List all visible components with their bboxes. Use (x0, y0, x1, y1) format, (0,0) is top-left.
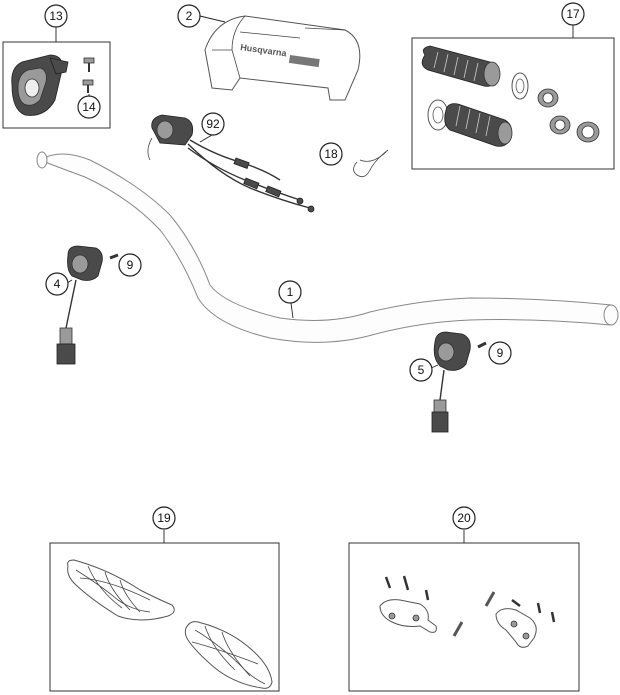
callout-17-label: 17 (566, 7, 580, 21)
callout-20-label: 20 (457, 511, 471, 525)
throttle-cable-assembly-part (147, 114, 315, 213)
mounting-kit-right-part (484, 591, 556, 648)
callout-1: 1 (278, 280, 302, 304)
callout-9-right: 9 (488, 341, 512, 365)
left-switch-part (56, 245, 103, 365)
callout-5-label: 5 (418, 363, 425, 377)
grip-lower-part (427, 99, 600, 147)
grip-upper-part (421, 45, 559, 108)
callout-2: 2 (177, 4, 201, 28)
callout-18: 18 (319, 142, 343, 166)
callout-19-label: 19 (157, 511, 171, 525)
callout-92: 92 (201, 112, 225, 136)
callout-19: 19 (152, 506, 176, 530)
callout-14: 14 (77, 95, 101, 119)
callout-13-label: 13 (49, 9, 63, 23)
screw-9-right-part (477, 341, 487, 349)
box-13 (2, 41, 111, 129)
box-19 (49, 542, 280, 692)
callout-5: 5 (409, 358, 433, 382)
box-17 (411, 37, 615, 170)
callout-4-label: 4 (54, 277, 61, 291)
callout-20: 20 (452, 506, 476, 530)
right-switch-part (431, 331, 471, 433)
throttle-housing-part (11, 54, 69, 116)
callout-92-label: 92 (206, 117, 220, 131)
callout-1-label: 1 (287, 285, 294, 299)
box-20 (348, 542, 580, 692)
mounting-kit-left-part (379, 575, 464, 637)
handlebar-part (36, 151, 619, 343)
callout-17: 17 (561, 2, 585, 26)
callout-14-label: 14 (82, 100, 96, 114)
callout-9-left: 9 (118, 253, 142, 277)
callout-18-label: 18 (324, 147, 338, 161)
callout-9-right-label: 9 (497, 346, 504, 360)
callout-9-left-label: 9 (127, 258, 134, 272)
handguard-left-part (67, 559, 175, 621)
screw-9-left-part (109, 253, 119, 260)
callout-2-label: 2 (186, 9, 193, 23)
screws-14-part (82, 57, 95, 93)
callout-4: 4 (45, 272, 69, 296)
handlebar-pad-part: Husqvarna (204, 15, 361, 101)
cable-tie-part (353, 149, 389, 178)
callout-13: 13 (44, 4, 68, 28)
handguard-right-part (184, 621, 273, 689)
